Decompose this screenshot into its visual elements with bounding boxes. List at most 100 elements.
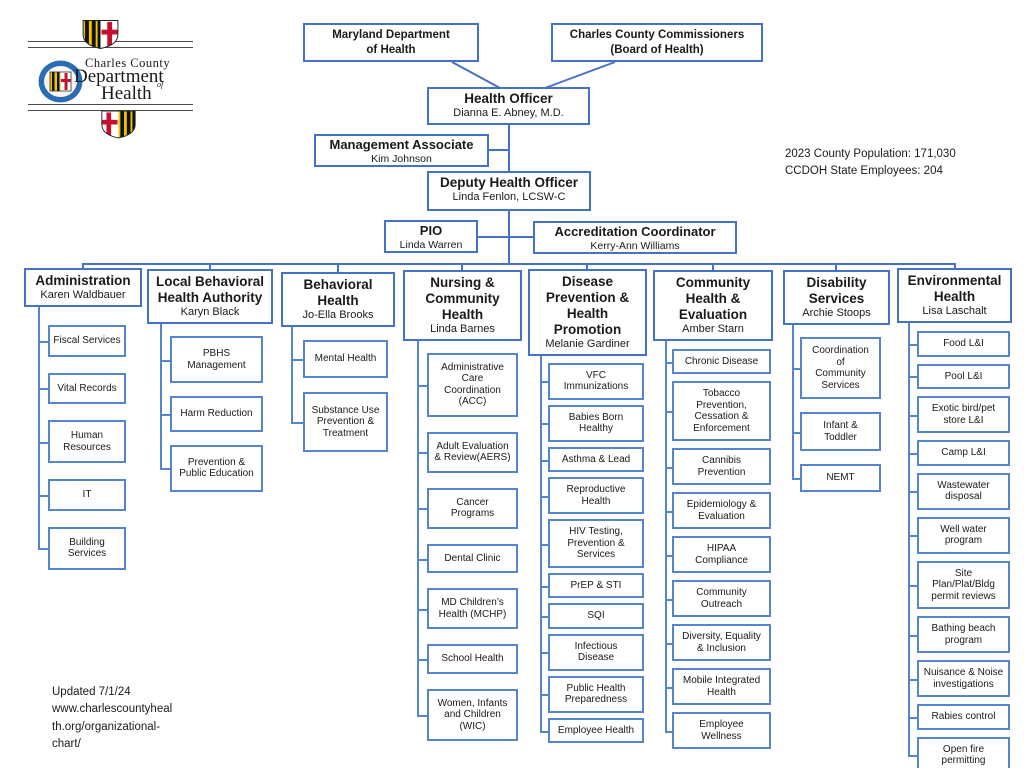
division-title: Environmental Health — [907, 273, 1002, 304]
node-management-associate: Management Associate Kim Johnson — [314, 134, 489, 167]
node-title: Management Associate — [329, 137, 474, 152]
node-pio: PIO Linda Warren — [384, 220, 478, 253]
logo-rule — [28, 47, 193, 48]
program-box-it: IT — [38, 479, 126, 511]
program-box-administrative: Administrative Care Coordination (ACC) — [417, 352, 518, 417]
program-box-adult-evaluation: Adult Evaluation & Review(AERS) — [417, 431, 518, 473]
division-title: Nursing & Community Health — [425, 275, 500, 322]
connector-rail — [38, 307, 40, 549]
program-box-reproductive: Reproductive Health — [540, 477, 644, 515]
maryland-crest-top-icon — [82, 20, 119, 49]
footer-update-note: Updated 7/1/24 www.charlescountyheal th.… — [52, 686, 173, 750]
program-box-nuisance-noise: Nuisance & Noise investigations — [908, 660, 1010, 698]
logo-text-health: Health — [101, 83, 152, 104]
program-box-school-health: School Health — [417, 644, 518, 674]
division-title: Disease Prevention & Health Promotion — [545, 274, 630, 337]
program-box-harm-reduction: Harm Reduction — [160, 396, 263, 432]
program-box-bathing-beach: Bathing beach program — [908, 616, 1010, 654]
division-manager: Jo-Ella Brooks — [302, 308, 374, 321]
logo-rule — [28, 110, 193, 111]
node-accreditation-coordinator: Accreditation Coordinator Kerry-Ann Will… — [533, 221, 737, 254]
node-title: Accreditation Coordinator — [554, 224, 716, 239]
program-box-md-children-s: MD Children’s Health (MCHP) — [417, 588, 518, 630]
program-box-babies-born: Babies Born Healthy — [540, 404, 644, 442]
program-box-dental-clinic: Dental Clinic — [417, 543, 518, 574]
ccdoh-logo: Charles County Department of Health — [28, 14, 193, 146]
connector-rail — [160, 324, 162, 469]
division-manager: Amber Starn — [682, 322, 744, 335]
node-title: Maryland Department of Health — [332, 29, 450, 56]
division-manager: Archie Stoops — [802, 306, 871, 319]
program-box-cannibis: Cannibis Prevention — [665, 448, 771, 486]
program-box-fiscal-services: Fiscal Services — [38, 325, 126, 357]
node-person: Linda Warren — [399, 238, 463, 251]
program-box-coordination: Coordination of Community Services — [792, 337, 881, 400]
program-box-employee: Employee Wellness — [665, 712, 771, 750]
node-person: Linda Fenlon, LCSW-C — [452, 191, 566, 204]
maryland-crest-bottom-icon — [101, 110, 136, 139]
program-box-prep-sti: PrEP & STI — [540, 572, 644, 599]
division-manager: Melanie Gardiner — [545, 337, 630, 350]
program-box-open-fire: Open fire permitting — [908, 736, 1010, 768]
program-box-mental-health: Mental Health — [291, 340, 388, 378]
program-box-pool-l-i: Pool L&I — [908, 363, 1010, 390]
program-box-infant: Infant & Toddler — [792, 412, 881, 452]
division-title: Local Behavioral Health Authority — [155, 274, 265, 305]
program-box-vfc: VFC Immunizations — [540, 362, 644, 400]
connector-rail — [291, 327, 293, 423]
program-box-nemt: NEMT — [792, 464, 881, 492]
connector-rail — [417, 341, 419, 716]
program-box-community: Community Outreach — [665, 580, 771, 618]
node-title: Deputy Health Officer — [439, 175, 579, 190]
node-person: Kim Johnson — [371, 152, 432, 165]
program-box-infectious: Infectious Disease — [540, 633, 644, 671]
node-health-officer: Health Officer Dianna E. Abney, M.D. — [427, 87, 590, 125]
program-box-building: Building Services — [38, 526, 126, 570]
division-manager: Karen Waldbauer — [40, 288, 126, 301]
division-manager: Linda Barnes — [430, 322, 495, 335]
program-box-site: Site Plan/Plat/Bldg permit reviews — [908, 560, 1010, 610]
program-box-sqi: SQI — [540, 603, 644, 629]
logo-text-department: Department — [74, 66, 164, 87]
program-box-prevention: Prevention & Public Education — [160, 444, 263, 492]
logo-rule — [28, 104, 193, 105]
program-box-epidemiology: Epidemiology & Evaluation — [665, 492, 771, 530]
program-box-well-water: Well water program — [908, 516, 1010, 554]
logo-text-of: of — [157, 80, 164, 89]
program-box-camp-l-i: Camp L&I — [908, 440, 1010, 466]
program-box-tobacco: Tobacco Prevention, Cessation & Enforcem… — [665, 381, 771, 442]
division-title: Administration — [35, 273, 131, 288]
division-title: Behavioral Health — [303, 277, 373, 308]
program-box-public-health: Public Health Preparedness — [540, 675, 644, 713]
program-box-food-l-i: Food L&I — [908, 331, 1010, 357]
program-box-exotic-bird-pet: Exotic bird/pet store L&I — [908, 396, 1010, 434]
logo-text-charles-county: Charles County — [85, 56, 171, 70]
node-deputy-health-officer: Deputy Health Officer Linda Fenlon, LCSW… — [427, 171, 591, 211]
division-title: Community Health & Evaluation — [675, 275, 751, 322]
program-box-rabies-control: Rabies control — [908, 704, 1010, 730]
division-manager: Karyn Black — [180, 305, 240, 318]
node-person: Dianna E. Abney, M.D. — [453, 107, 564, 120]
node-maryland-department: Maryland Department of Health — [303, 23, 479, 62]
node-county-commissioners: Charles County Commissioners (Board of H… — [551, 23, 763, 62]
program-box-wastewater: Wastewater disposal — [908, 472, 1010, 510]
program-box-hiv-testing: HIV Testing, Prevention & Services — [540, 519, 644, 568]
program-box-hipaa: HIPAA Compliance — [665, 536, 771, 574]
node-title: Health Officer — [464, 91, 553, 106]
